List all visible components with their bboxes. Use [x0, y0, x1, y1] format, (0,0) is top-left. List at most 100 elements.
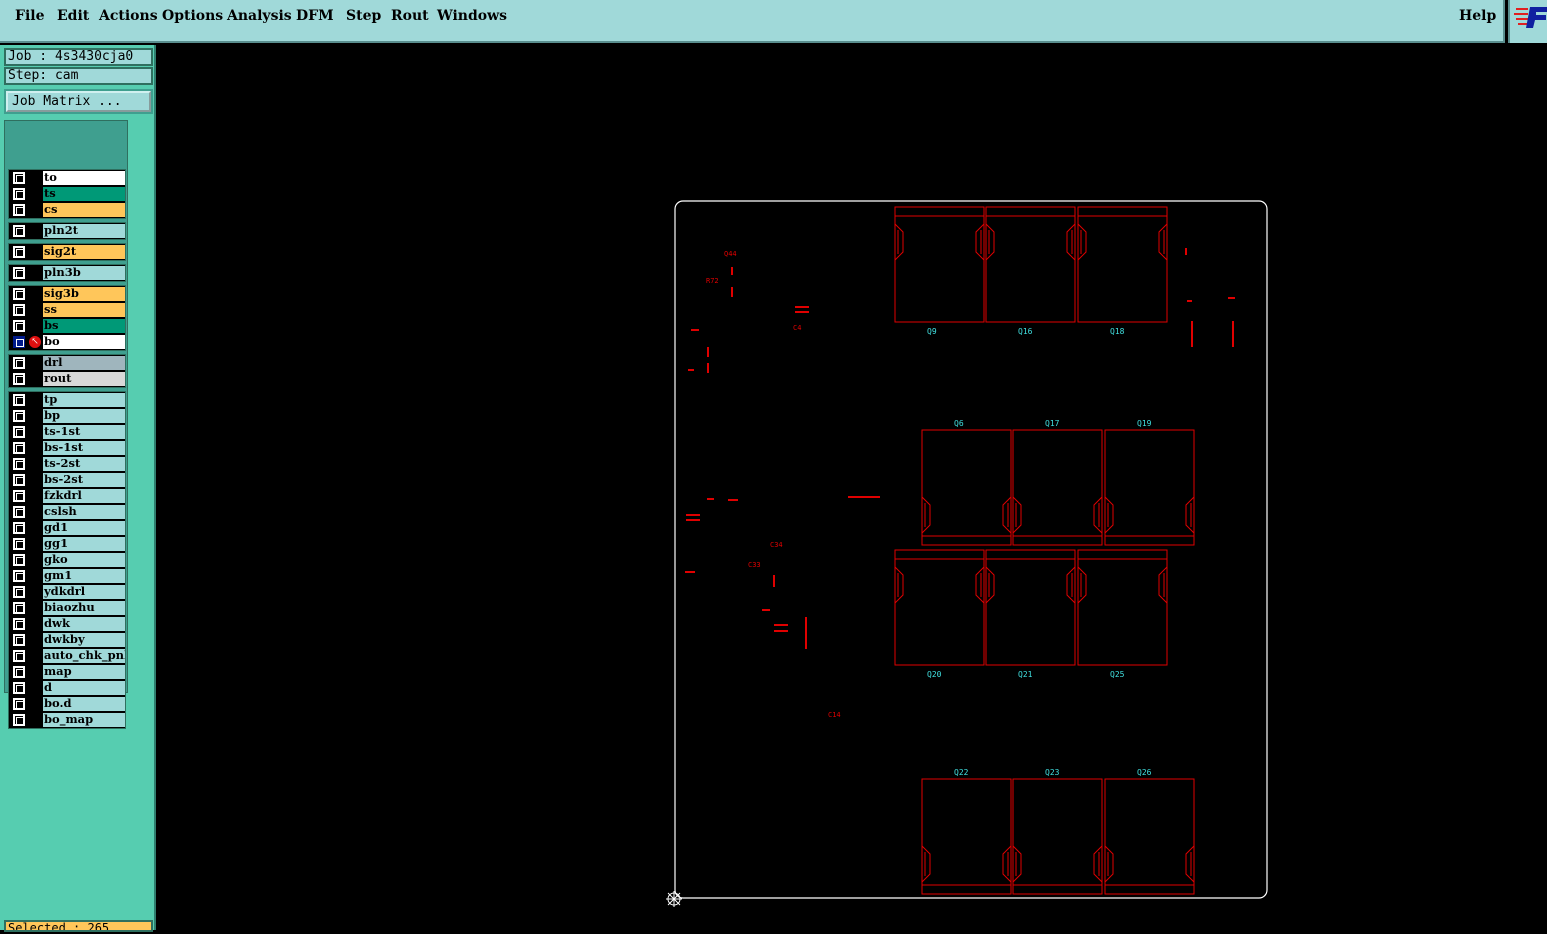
layer-checkbox[interactable] — [13, 188, 25, 200]
layer-row[interactable]: sig3b — [9, 286, 125, 302]
layer-name[interactable]: biaozhu — [43, 601, 125, 615]
layer-checkbox[interactable] — [13, 490, 25, 502]
layer-name[interactable]: bs — [43, 319, 125, 333]
layer-name[interactable]: cs — [43, 203, 125, 217]
layer-name[interactable]: bs-2st — [43, 473, 125, 487]
layer-row[interactable]: ↖bo — [9, 334, 125, 350]
layer-checkbox[interactable] — [13, 602, 25, 614]
layer-checkbox[interactable] — [13, 288, 25, 300]
layer-row[interactable]: ts-2st — [9, 456, 125, 472]
component-footprint[interactable] — [1104, 778, 1195, 895]
component-footprint[interactable] — [894, 206, 985, 323]
layer-name[interactable]: gd1 — [43, 521, 125, 535]
layer-row[interactable]: ts-1st — [9, 424, 125, 440]
layer-checkbox[interactable] — [13, 618, 25, 630]
layer-row[interactable]: gg1 — [9, 536, 125, 552]
layer-row[interactable]: biaozhu — [9, 600, 125, 616]
layer-checkbox[interactable] — [13, 410, 25, 422]
layer-name[interactable]: bp — [43, 409, 125, 423]
layer-checkbox[interactable] — [13, 426, 25, 438]
layer-row[interactable]: dwk — [9, 616, 125, 632]
layer-row[interactable]: ss — [9, 302, 125, 318]
layer-name[interactable]: sig2t — [43, 245, 125, 259]
component-footprint[interactable] — [921, 429, 1012, 546]
layer-row[interactable]: to — [9, 170, 125, 186]
menu-options[interactable]: Options — [162, 8, 224, 24]
layer-row[interactable]: ts — [9, 186, 125, 202]
layer-name[interactable]: map — [43, 665, 125, 679]
layer-row[interactable]: d — [9, 680, 125, 696]
menu-dfm[interactable]: DFM — [296, 8, 334, 24]
layer-row[interactable]: gd1 — [9, 520, 125, 536]
layer-name[interactable]: bo_map — [43, 713, 125, 727]
layer-name[interactable]: bo — [43, 335, 125, 349]
layer-checkbox[interactable] — [13, 650, 25, 662]
layer-name[interactable]: dwk — [43, 617, 125, 631]
layer-name[interactable]: auto_chk_pnl — [43, 649, 125, 663]
component-footprint[interactable] — [985, 206, 1076, 323]
layer-checkbox[interactable] — [13, 267, 25, 279]
layer-row[interactable]: tp — [9, 392, 125, 408]
layer-name[interactable]: cslsh — [43, 505, 125, 519]
component-footprint[interactable] — [894, 549, 985, 666]
menu-analysis[interactable]: Analysis — [227, 8, 292, 24]
layer-checkbox[interactable] — [13, 394, 25, 406]
layer-row[interactable]: bp — [9, 408, 125, 424]
layer-checkbox[interactable] — [13, 225, 25, 237]
layer-checkbox[interactable] — [13, 634, 25, 646]
component-footprint[interactable] — [921, 778, 1012, 895]
layer-checkbox[interactable] — [13, 682, 25, 694]
layer-checkbox[interactable] — [13, 458, 25, 470]
menu-file[interactable]: File — [15, 8, 45, 24]
layer-row[interactable]: drl — [9, 355, 125, 371]
layer-checkbox[interactable] — [13, 172, 25, 184]
layer-name[interactable]: tp — [43, 393, 125, 407]
layer-row[interactable]: bs — [9, 318, 125, 334]
layer-checkbox[interactable] — [13, 246, 25, 258]
component-footprint[interactable] — [985, 549, 1076, 666]
component-footprint[interactable] — [1012, 778, 1103, 895]
layer-row[interactable]: map — [9, 664, 125, 680]
layer-checkbox[interactable] — [13, 304, 25, 316]
layer-name[interactable]: ss — [43, 303, 125, 317]
component-footprint[interactable] — [1012, 429, 1103, 546]
layer-name[interactable]: pln2t — [43, 224, 125, 238]
layer-checkbox[interactable] — [13, 698, 25, 710]
layer-row[interactable]: rout — [9, 371, 125, 387]
layer-name[interactable]: ydkdrl — [43, 585, 125, 599]
menu-help[interactable]: Help — [1459, 8, 1497, 24]
layer-row[interactable]: fzkdrl — [9, 488, 125, 504]
layer-row[interactable]: cs — [9, 202, 125, 218]
layer-row[interactable]: pln3b — [9, 265, 125, 281]
menu-edit[interactable]: Edit — [57, 8, 90, 24]
layer-checkbox[interactable] — [13, 586, 25, 598]
layer-name[interactable]: d — [43, 681, 125, 695]
layer-checkbox[interactable] — [13, 357, 25, 369]
layer-name[interactable]: to — [43, 171, 125, 185]
layer-row[interactable]: gko — [9, 552, 125, 568]
component-footprint[interactable] — [1077, 549, 1168, 666]
layer-row[interactable]: bs-1st — [9, 440, 125, 456]
layer-row[interactable]: pln2t — [9, 223, 125, 239]
layer-row[interactable]: auto_chk_pnl — [9, 648, 125, 664]
layer-row[interactable]: bs-2st — [9, 472, 125, 488]
layer-checkbox[interactable] — [13, 204, 25, 216]
component-footprint[interactable] — [1104, 429, 1195, 546]
layer-checkbox[interactable] — [13, 320, 25, 332]
component-footprint[interactable] — [1077, 206, 1168, 323]
layer-row[interactable]: bo_map — [9, 712, 125, 728]
job-matrix-button[interactable]: Job Matrix ... — [6, 91, 151, 112]
layer-checkbox[interactable] — [13, 570, 25, 582]
layer-checkbox[interactable] — [13, 522, 25, 534]
layer-checkbox[interactable] — [13, 336, 25, 348]
layer-name[interactable]: pln3b — [43, 266, 125, 280]
layer-checkbox[interactable] — [13, 442, 25, 454]
menu-windows[interactable]: Windows — [437, 8, 508, 24]
layer-name[interactable]: drl — [43, 356, 125, 370]
layer-name[interactable]: ts-2st — [43, 457, 125, 471]
layer-name[interactable]: rout — [43, 372, 125, 386]
menu-step[interactable]: Step — [346, 8, 382, 24]
layer-checkbox[interactable] — [13, 373, 25, 385]
